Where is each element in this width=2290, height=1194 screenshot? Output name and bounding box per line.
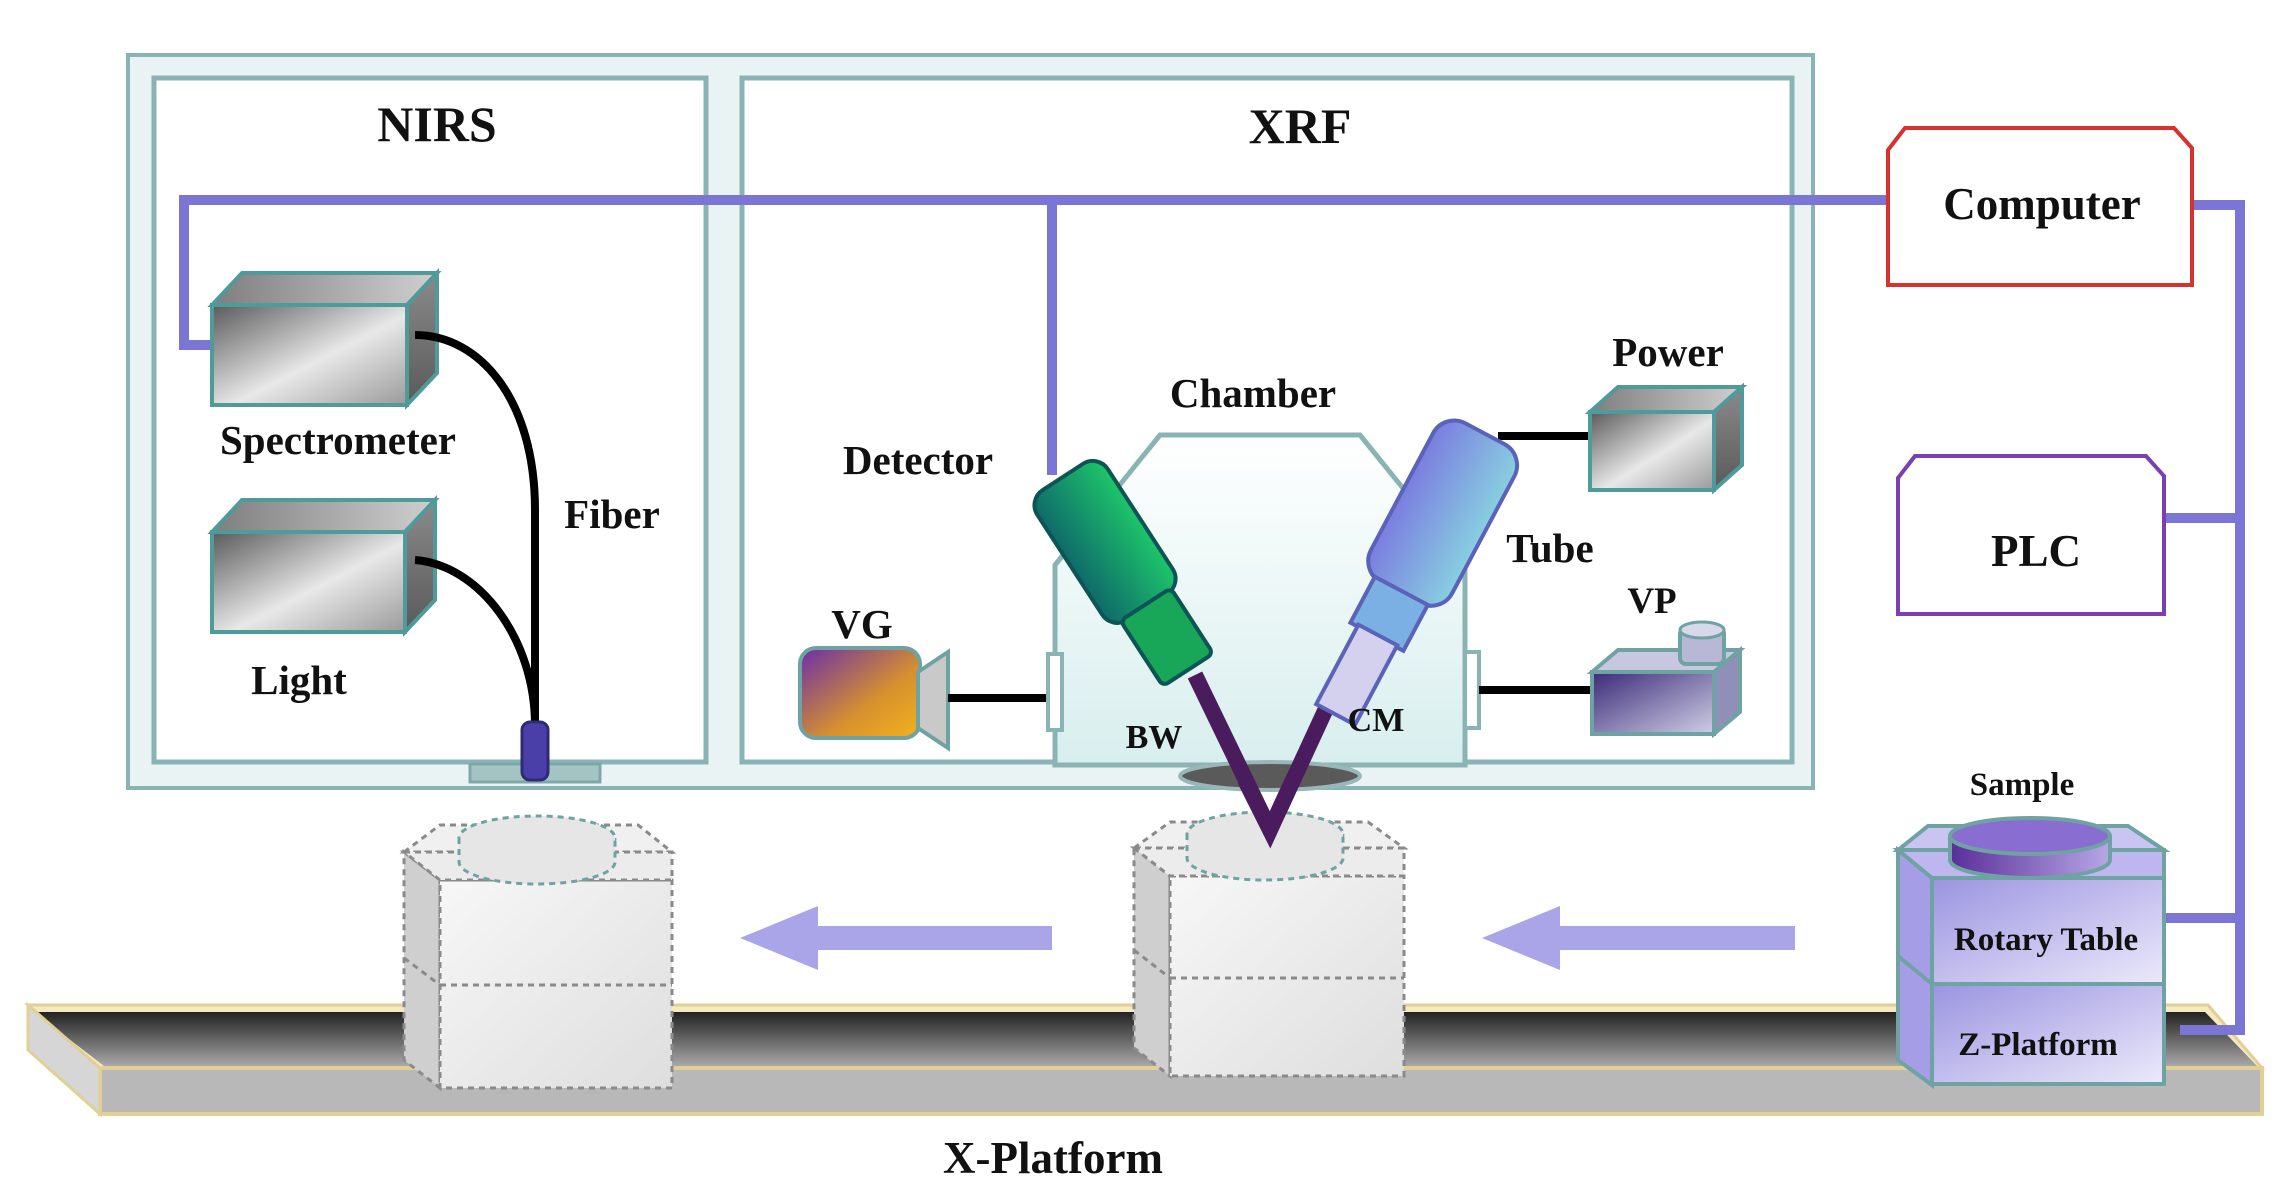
- move-arrow-left: [740, 906, 1052, 970]
- light-box: [207, 494, 440, 638]
- cable-spectrometer-computer: [179, 195, 1888, 350]
- ghost-station-xrf: [1129, 810, 1409, 1080]
- cm-label: CM: [1348, 702, 1405, 739]
- plc-label: PLC: [1991, 526, 2081, 576]
- x-platform-label: X-Platform: [943, 1133, 1163, 1183]
- vacuum-pump: [1586, 620, 1746, 739]
- power-label: Power: [1612, 329, 1724, 375]
- spectrometer-label: Spectrometer: [220, 417, 456, 463]
- computer-label: Computer: [1943, 179, 2140, 229]
- ghost-station-nirs: [399, 814, 677, 1092]
- move-arrow-middle: [1482, 906, 1795, 970]
- vg-label: VG: [831, 601, 893, 647]
- sample-stage: [1892, 816, 2171, 1089]
- computer-box: [1886, 126, 2194, 287]
- detector-label: Detector: [843, 437, 993, 483]
- sample-disc: [1948, 816, 2112, 880]
- plc-box: [1896, 454, 2166, 616]
- vp-label: VP: [1627, 581, 1676, 622]
- z-platform-label: Z-Platform: [1958, 1027, 2117, 1063]
- signal-cables: [179, 195, 2245, 1035]
- xray-tube: [1313, 418, 1520, 728]
- nirs-title: NIRS: [377, 96, 496, 152]
- z-platform: [1930, 982, 2166, 1086]
- light-label: Light: [251, 657, 347, 703]
- fiber-probe: [468, 720, 602, 784]
- vacuum-gauge: [798, 646, 950, 752]
- cable-computer-zplatform: [2180, 200, 2245, 1035]
- rotary-table-label: Rotary Table: [1954, 922, 2138, 958]
- tube-label: Tube: [1506, 525, 1593, 571]
- xray-beam-tip: [1237, 776, 1300, 849]
- fiber-cables: [414, 331, 539, 726]
- nirs-panel: [151, 75, 709, 765]
- power-box: [1584, 382, 1748, 495]
- bw-label: BW: [1126, 719, 1183, 756]
- xrf-title: XRF: [1249, 98, 1352, 154]
- sample-label: Sample: [1970, 767, 2075, 803]
- chamber-label: Chamber: [1170, 370, 1336, 416]
- detector: [1032, 458, 1213, 686]
- spectrometer-box: [207, 267, 442, 411]
- fiber-label: Fiber: [564, 491, 660, 537]
